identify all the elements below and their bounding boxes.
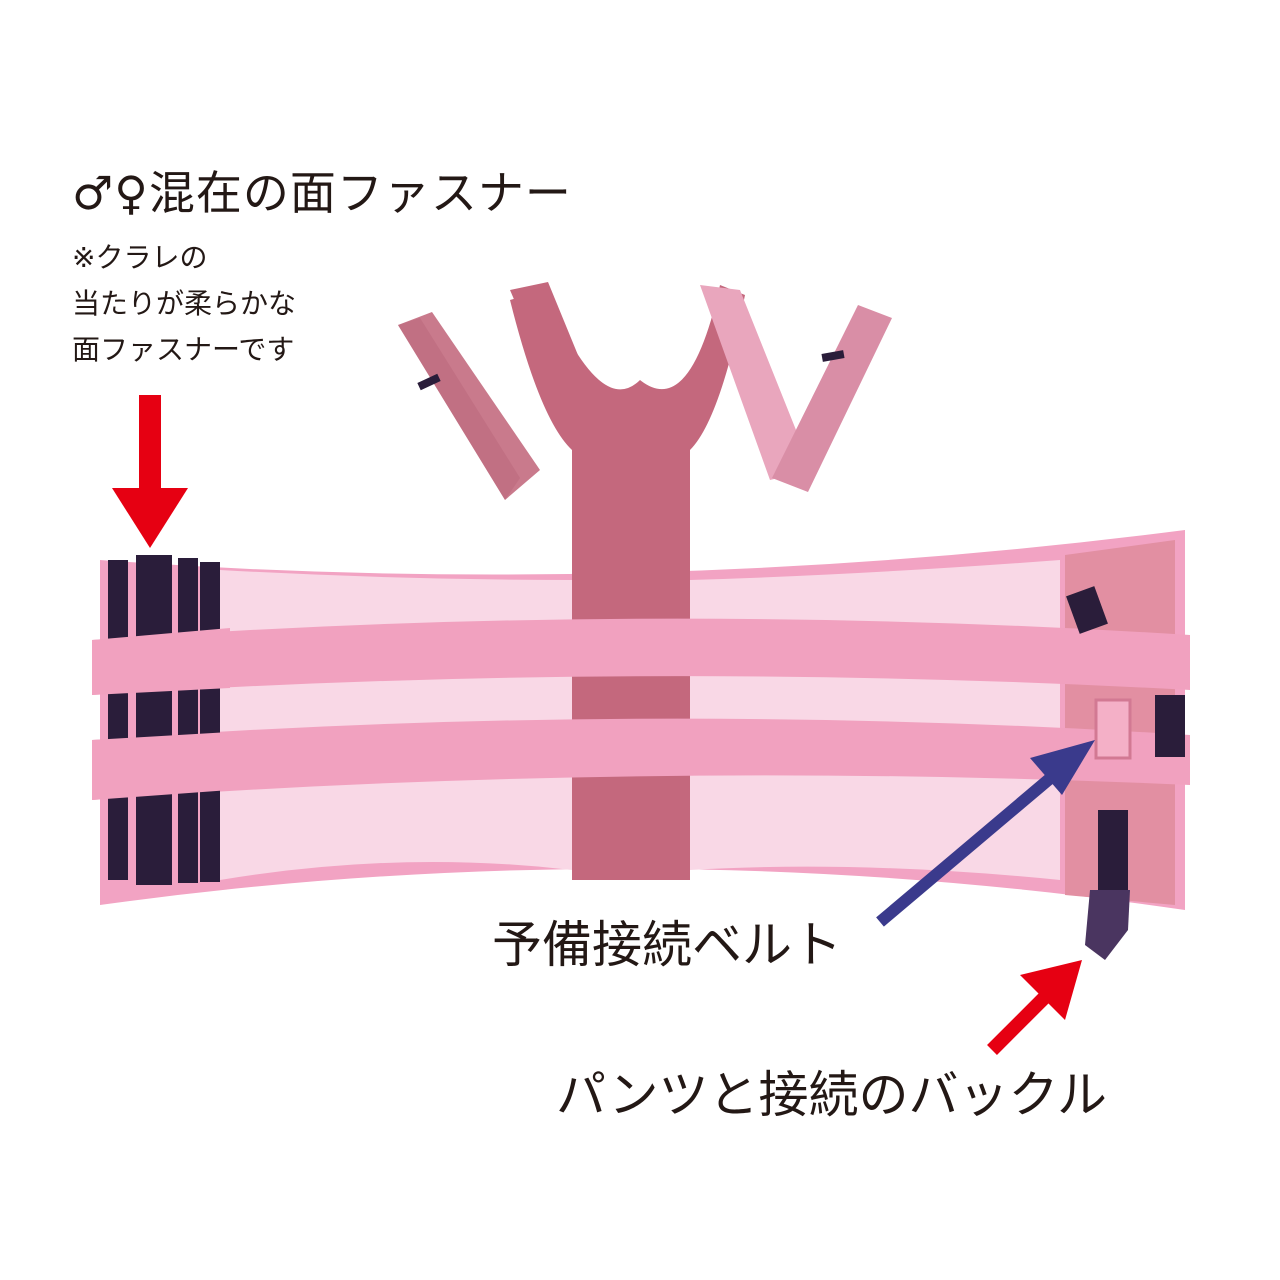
red-arrow-up-icon xyxy=(987,960,1082,1055)
velcro-patch-right xyxy=(1155,695,1185,757)
velcro-strip-4 xyxy=(200,562,220,882)
waist-belt xyxy=(92,530,1190,960)
right-strap-slider xyxy=(821,350,845,362)
left-strap-slider xyxy=(417,373,441,391)
velcro-strip-3 xyxy=(178,558,198,883)
velcro-strip-1 xyxy=(108,560,128,880)
buckle-label: パンツと接続のバックル xyxy=(556,1066,1107,1124)
velcro-title: ♂♀混在の面ファスナー xyxy=(72,166,572,220)
note-line-1: ※クラレの xyxy=(72,241,208,274)
note-line-3: 面ファスナーです xyxy=(72,333,295,366)
note-line-2: 当たりが柔らかな xyxy=(72,287,297,320)
velcro-strip-2 xyxy=(136,555,172,885)
spare-belt-loop xyxy=(1094,698,1132,760)
spare-belt-label: 予備接続ベルト xyxy=(492,916,842,974)
red-arrow-down-icon xyxy=(112,395,188,548)
buckle xyxy=(1085,890,1130,960)
navy-arrow-icon xyxy=(876,740,1095,927)
